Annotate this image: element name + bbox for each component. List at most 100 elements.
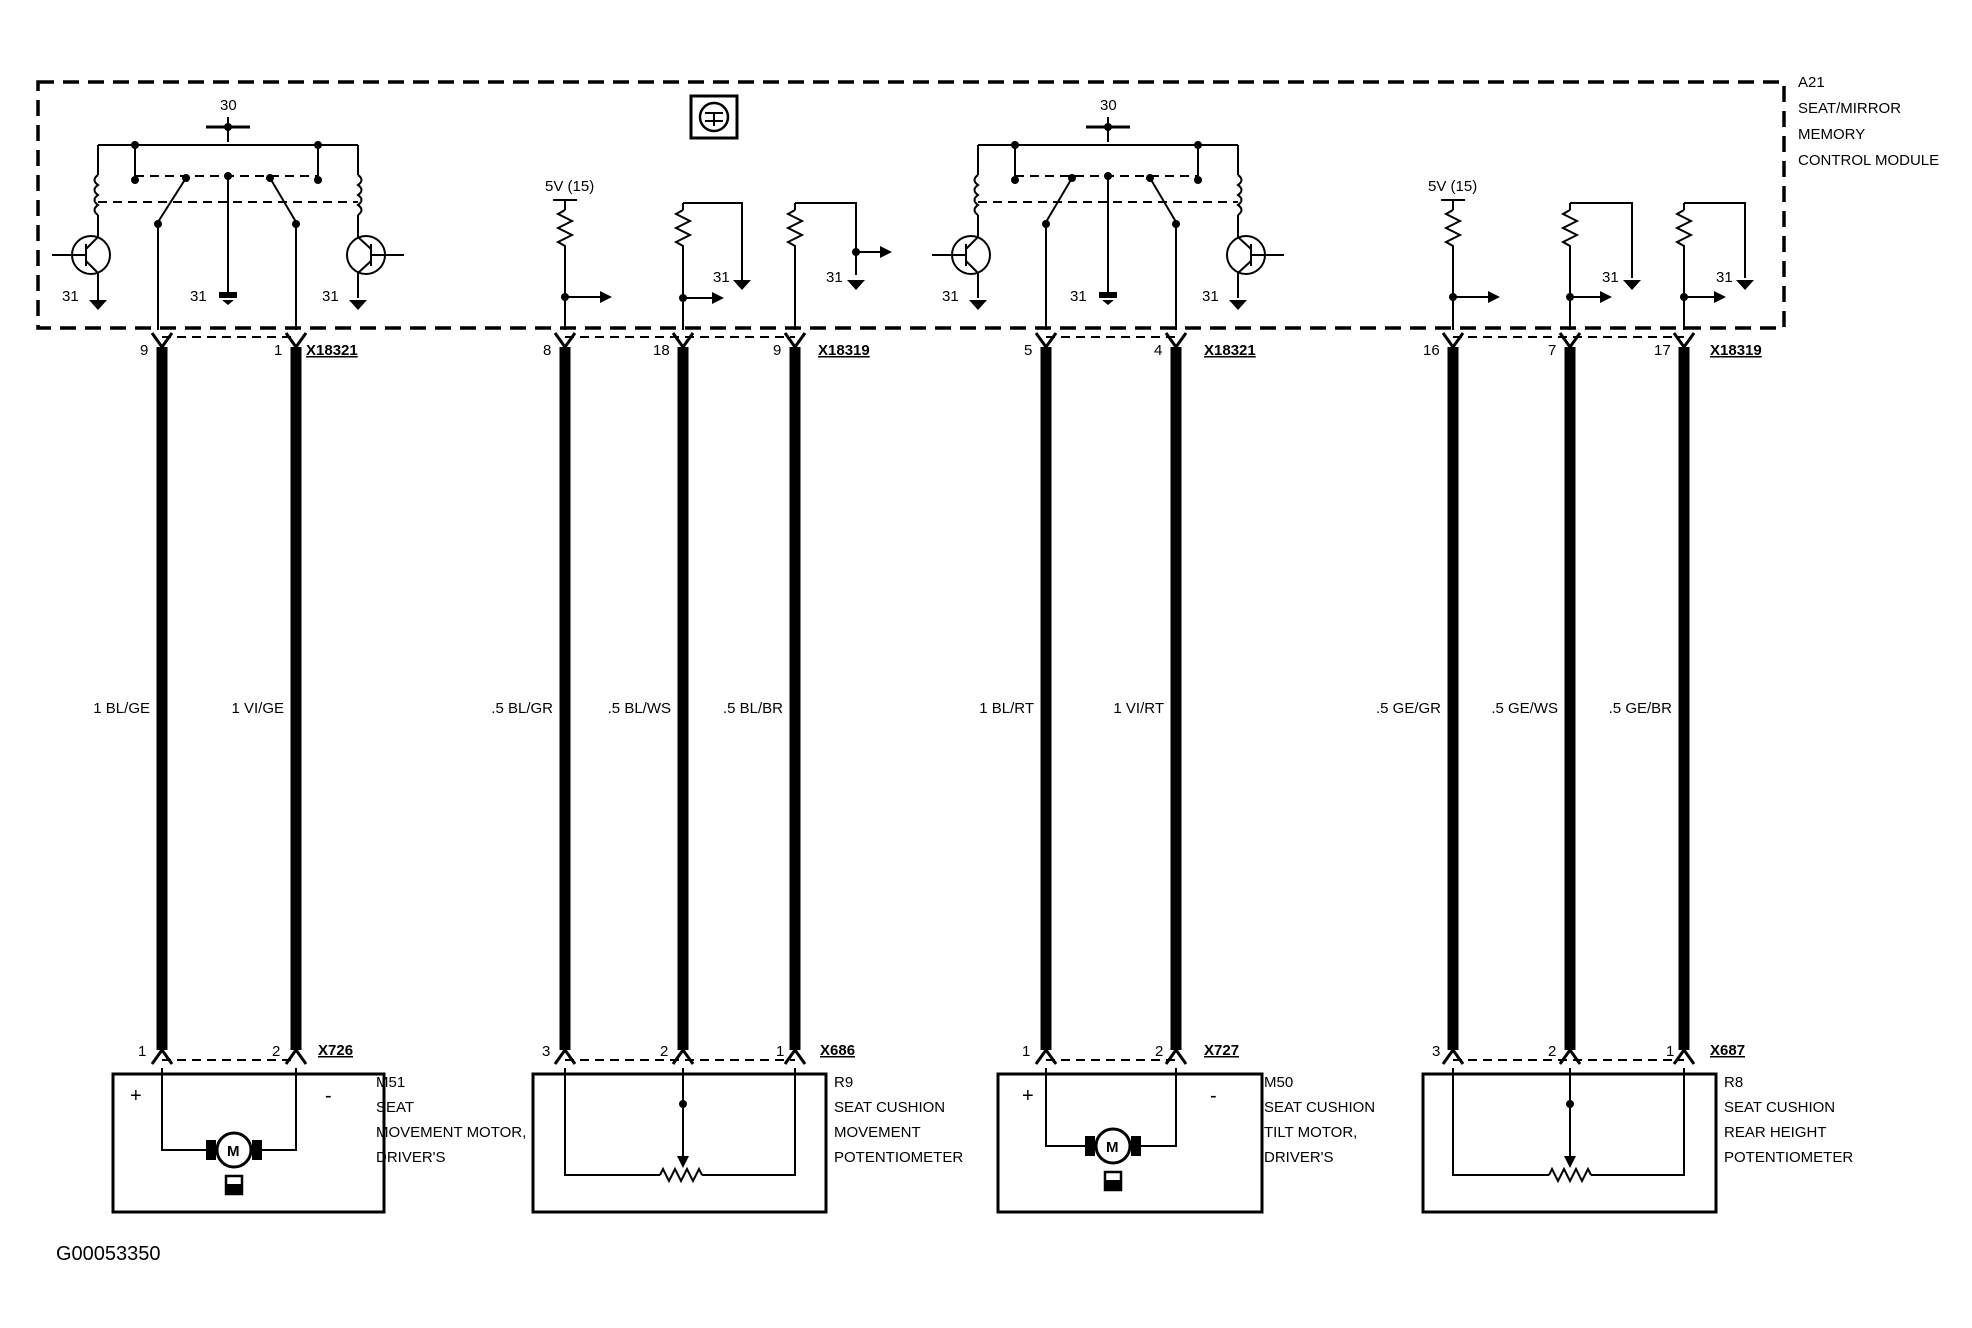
ground-icon [733, 280, 751, 290]
connector-chevron [1558, 1047, 1582, 1065]
wire-color-label: 1 BL/RT [979, 700, 1034, 717]
pin-label: 2 [660, 1043, 668, 1060]
ground-icon [89, 300, 107, 310]
ground-label: 31 [713, 269, 730, 286]
pin-label-top: 5 [1024, 342, 1032, 359]
connector-chevron [1164, 1047, 1188, 1065]
pin-label: 2 [1548, 1043, 1556, 1060]
connector-id-top: X18319 [818, 342, 870, 359]
pin-label-top: 7 [1548, 342, 1556, 359]
connector-chevron [1034, 1047, 1058, 1065]
ecu-symbol-icon [689, 94, 739, 140]
ground-label: 31 [1602, 269, 1619, 286]
component-name-line: SEAT CUSHION [1264, 1099, 1375, 1116]
component-m51: 1 2 X726 + - M M51 SEAT MOVEMENT MOTOR, … [111, 1042, 526, 1214]
ground-label: 31 [1716, 269, 1733, 286]
connector-chevron [1441, 1047, 1465, 1065]
ground-icon [1623, 280, 1641, 290]
ground-icon [349, 300, 367, 310]
svg-text:M: M [227, 1143, 240, 1160]
connector-chevron [671, 1047, 695, 1065]
potentiometer-icon [659, 1068, 703, 1184]
pin-label: 1 [138, 1043, 146, 1060]
connector-id-bottom: X727 [1204, 1042, 1239, 1059]
ground-icon [1736, 280, 1754, 290]
ref-voltage-label: 5V (15) [1428, 178, 1477, 195]
feed-label: 30 [1100, 97, 1117, 114]
component-name-line: POTENTIOMETER [834, 1149, 963, 1166]
ground-icon [1099, 292, 1117, 305]
component-box [996, 1072, 1264, 1214]
component-id: R9 [834, 1074, 853, 1091]
wire-color-label: 1 VI/GE [231, 700, 284, 717]
ground-label: 31 [826, 269, 843, 286]
pin-label: 2 [1155, 1043, 1163, 1060]
component-box [531, 1072, 828, 1214]
wire-color-label: .5 BL/BR [723, 700, 783, 717]
pin-label-top: 8 [543, 342, 551, 359]
minus-terminal-label: - [325, 1085, 332, 1107]
wire-color-label: .5 GE/BR [1609, 700, 1673, 717]
figure-id: G00053350 [56, 1243, 161, 1265]
module-enclosure [36, 80, 1786, 330]
connector-id-top: X18319 [1710, 342, 1762, 359]
connector-id-bottom: X686 [820, 1042, 855, 1059]
module-name-line-1: SEAT/MIRROR [1798, 100, 1901, 117]
wire-color-label: .5 GE/WS [1491, 700, 1558, 717]
svg-text:M: M [1106, 1139, 1119, 1156]
component-name-line: REAR HEIGHT [1724, 1124, 1827, 1141]
connector-chevron [1558, 332, 1582, 350]
component-name-line: SEAT CUSHION [1724, 1099, 1835, 1116]
connector-chevron [783, 332, 807, 350]
component-name-line: DRIVER'S [376, 1149, 446, 1166]
component-id: M51 [376, 1074, 405, 1091]
ground-icon [847, 280, 865, 290]
motor-icon: M [206, 1131, 262, 1169]
pin-label: 1 [1022, 1043, 1030, 1060]
component-name-line: MOVEMENT [834, 1124, 921, 1141]
wire-color-label: .5 BL/WS [608, 700, 671, 717]
connector-chevron [1164, 332, 1188, 350]
ground-icon [969, 300, 987, 310]
component-id: M50 [1264, 1074, 1293, 1091]
pin-label-top: 9 [140, 342, 148, 359]
connector-chevron [1034, 332, 1058, 350]
connector-chevron [150, 1047, 174, 1065]
pin-label-top: 16 [1423, 342, 1440, 359]
ground-label: 31 [1070, 288, 1087, 305]
connector-chevron [1672, 332, 1696, 350]
component-name-line: SEAT CUSHION [834, 1099, 945, 1116]
component-r8: 3 2 1 X687 R8 SEAT CUSHION REAR HEIGHT P… [1421, 1042, 1853, 1214]
connector-chevron [150, 332, 174, 350]
connector-chevron [671, 332, 695, 350]
h-bridge-right: 30 31 31 31 [932, 97, 1284, 330]
wire-color-label: 1 VI/RT [1113, 700, 1164, 717]
potentiometer-icon [1548, 1068, 1592, 1184]
component-name-line: POTENTIOMETER [1724, 1149, 1853, 1166]
pin-label: 3 [542, 1043, 550, 1060]
ground-label: 31 [942, 288, 959, 305]
ground-label: 31 [322, 288, 339, 305]
feed-label: 30 [220, 97, 237, 114]
module-name-line-3: CONTROL MODULE [1798, 152, 1939, 169]
h-bridge-left: 30 31 31 31 [52, 97, 404, 330]
pin-label-top: 18 [653, 342, 670, 359]
pin-label-top: 9 [773, 342, 781, 359]
ground-icon [1229, 300, 1247, 310]
plus-terminal-label: + [1022, 1085, 1034, 1107]
sense-group-r9: 5V (15) 31 31 [545, 178, 892, 330]
connector-chevron [553, 1047, 577, 1065]
pin-label: 2 [272, 1043, 280, 1060]
wire-color-label: 1 BL/GE [93, 700, 150, 717]
connector-id-bottom: X687 [1710, 1042, 1745, 1059]
pin-label: 1 [776, 1043, 784, 1060]
pin-label-top: 17 [1654, 342, 1671, 359]
wire-color-label: .5 GE/GR [1376, 700, 1441, 717]
component-id: R8 [1724, 1074, 1743, 1091]
connector-chevron [783, 1047, 807, 1065]
component-name-line: MOVEMENT MOTOR, [376, 1124, 526, 1141]
pin-label: 1 [1666, 1043, 1674, 1060]
pin-label-top: 4 [1154, 342, 1162, 359]
